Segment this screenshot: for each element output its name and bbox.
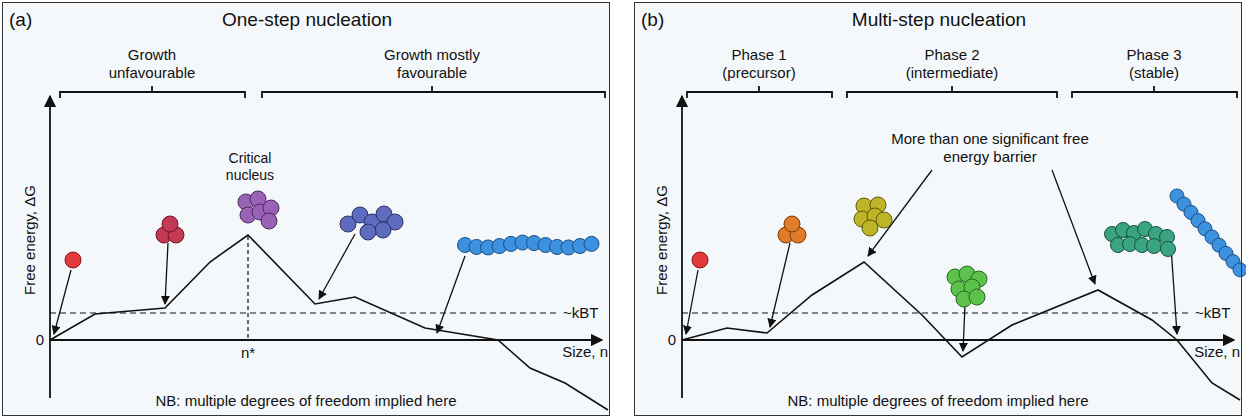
pointer-arrow <box>770 243 790 327</box>
energy-curve <box>682 262 1240 400</box>
molecule-cluster <box>458 235 600 255</box>
axis-title: Free energy, ΔG <box>21 185 39 295</box>
pointer-arrow <box>437 256 465 333</box>
molecule-cluster <box>778 216 806 243</box>
footnote: NB: multiple degrees of freedom implied … <box>658 392 1218 410</box>
y-axis <box>681 96 683 398</box>
panel-letter: (a) <box>9 9 32 31</box>
bracket <box>847 86 1057 98</box>
axis-title: Size, n <box>562 343 608 361</box>
molecule-cluster <box>156 216 184 243</box>
axis-tick: 0 <box>668 331 676 349</box>
molecule <box>784 216 800 232</box>
molecule <box>1147 239 1162 254</box>
molecule <box>584 236 599 251</box>
thermal-line <box>50 312 560 313</box>
molecule-cluster <box>1170 189 1246 277</box>
pointer-arrow <box>868 170 932 256</box>
axis-title: Free energy, ΔG <box>653 185 671 295</box>
pointer-arrow <box>54 270 71 334</box>
panel-a-plot <box>50 86 608 410</box>
molecule <box>65 252 81 268</box>
molecule <box>1233 263 1246 277</box>
bracket <box>1072 86 1237 98</box>
molecule <box>862 220 878 236</box>
axis-tick: n* <box>228 344 268 362</box>
molecule-cluster <box>1105 222 1176 257</box>
footnote: NB: multiple degrees of freedom implied … <box>26 392 586 410</box>
molecule-cluster <box>238 191 279 229</box>
x-axis <box>50 339 602 341</box>
thermal-label: ~kBT <box>1195 304 1230 322</box>
bracket <box>262 86 605 98</box>
group-label: Phase 2 (intermediate) <box>897 46 1007 82</box>
panel-letter: (b) <box>641 9 664 31</box>
molecule-cluster <box>947 266 987 307</box>
annotation: Critical nucleus <box>205 150 295 184</box>
molecule-cluster <box>340 206 403 240</box>
critical-size-line <box>247 236 248 340</box>
molecule-cluster <box>65 252 81 268</box>
panel-frame: (a) One-step nucleation <box>2 2 610 416</box>
pointer-arrow <box>319 234 355 299</box>
panel-title: Multi-step nucleation <box>852 9 1026 31</box>
pointer-arrow <box>165 243 168 304</box>
molecule <box>360 224 376 240</box>
group-label: Phase 3 (stable) <box>1104 46 1204 82</box>
molecule <box>375 222 391 238</box>
pointer-arrow <box>686 270 698 334</box>
x-axis <box>682 339 1234 341</box>
panel-ground <box>634 2 1242 416</box>
pointer-arrow <box>963 305 965 351</box>
bracket <box>60 86 245 98</box>
panel-ground <box>2 2 610 416</box>
molecule <box>162 216 178 232</box>
molecule <box>1161 242 1176 257</box>
molecule-cluster <box>854 197 892 236</box>
group-label: Phase 1 (precursor) <box>709 46 809 82</box>
thermal-label: ~kBT <box>563 304 598 322</box>
energy-curve <box>50 235 608 410</box>
axis-tick: 0 <box>36 331 44 349</box>
molecule <box>876 212 892 228</box>
molecule <box>692 252 708 268</box>
panel-b-plot <box>682 86 1240 400</box>
y-axis <box>49 96 51 398</box>
molecule-cluster <box>692 252 708 268</box>
pointer-arrow <box>1052 170 1095 284</box>
annotation: More than one significant free energy ba… <box>870 130 1110 166</box>
group-label: Growth mostly favourable <box>377 46 487 82</box>
group-label: Growth unfavourable <box>97 46 207 82</box>
axis-title: Size, n <box>1194 343 1240 361</box>
bracket <box>687 86 832 98</box>
panel-title: One-step nucleation <box>222 9 392 31</box>
thermal-line <box>682 312 1192 313</box>
molecule <box>261 213 277 229</box>
molecule <box>969 289 985 305</box>
